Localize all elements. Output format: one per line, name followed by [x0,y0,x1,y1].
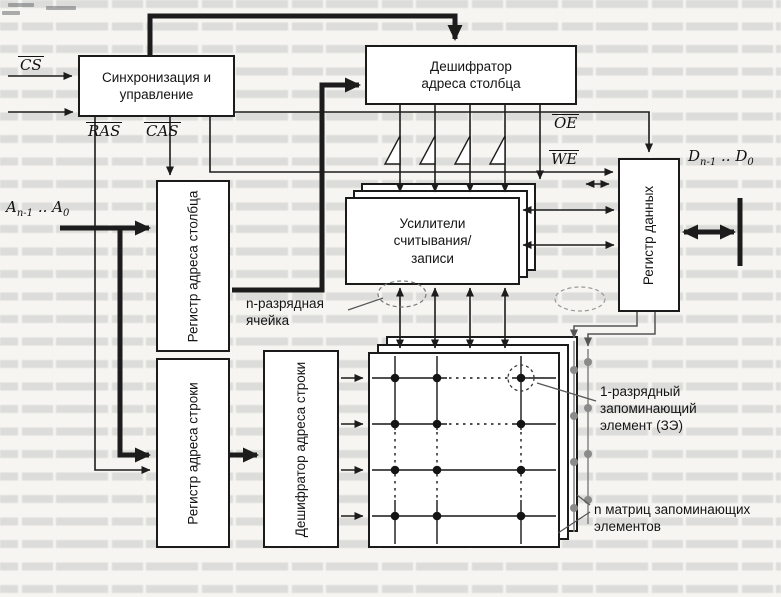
sense-amplifiers-label-line3: записи [411,250,454,266]
sense-amplifiers-label-line1: Усилители [399,216,466,232]
block-row-decoder: Дешифратор адреса строки [263,350,339,548]
cas-signal-label: CAS [144,122,181,140]
scan-mark [46,6,76,10]
data-register-label: Регистр данных [641,185,657,285]
n-matrices-line2: элементов [594,518,661,534]
ras-signal-label: RAS [86,122,123,140]
n-matrices-line1: n матриц запоминающих [594,502,751,517]
data-dots: .. [721,147,731,165]
n-bit-cell-line2: ячейка [246,312,290,328]
row-decoder-label: Дешифратор адреса строки [293,361,309,537]
we-signal-label: WE [549,150,580,168]
sync-control-label-line1: Синхронизация и [101,69,212,85]
data-sub2: 0 [747,157,754,168]
we-text: WE [549,150,580,168]
cs-text: CS [18,56,44,74]
oe-signal-label: OE [552,114,580,132]
n-bit-cell-annotation: n-разрядная ячейка [246,296,324,330]
one-bit-element-line3: элемент (ЗЭ) [600,417,684,433]
data-sub1: n-1 [700,157,717,168]
block-sync-control: Синхронизация и управление [78,55,235,117]
address-sym2: A [52,198,63,216]
address-sub1: n-1 [16,208,34,219]
sense-amplifiers-label-line2: считывания/ [393,233,472,249]
one-bit-element-annotation: 1-разрядный запоминающий элемент (ЗЭ) [600,384,697,435]
block-data-register: Регистр данных [618,158,680,312]
row-address-register-label: Регистр адреса строки [185,381,201,525]
block-column-address-register: Регистр адреса столбца [156,180,230,352]
column-decoder-label-line1: Дешифратор [430,58,512,74]
column-address-register-label: Регистр адреса столбца [185,190,201,342]
one-bit-element-line1: 1-разрядный [600,384,681,399]
n-bit-cell-line1: n-разрядная [246,296,324,311]
cas-text: CAS [144,122,181,140]
address-bus-label: An-1 .. A0 [6,198,69,219]
cs-signal-label: CS [18,56,44,74]
oe-text: OE [552,114,580,132]
address-sub2: 0 [62,208,70,219]
ras-text: RAS [86,122,123,140]
data-sym1: D [688,147,701,165]
data-bus-label: Dn-1 .. D0 [688,147,754,168]
block-row-address-register: Регистр адреса строки [156,358,230,548]
n-matrices-annotation: n матриц запоминающих элементов [594,502,750,536]
one-bit-element-line2: запоминающий [600,400,697,416]
block-column-decoder: Дешифратор адреса столбца [365,45,577,105]
storage-matrix [368,352,560,548]
data-sym2: D [735,147,748,165]
address-sym1: A [6,198,17,216]
address-dots: .. [37,198,48,216]
block-sense-amplifiers: Усилители считывания/ записи [345,197,520,285]
scan-mark [8,3,34,7]
column-decoder-label-line2: адреса столбца [421,76,521,91]
sync-control-label-line2: управление [119,87,194,102]
scan-mark [2,11,20,15]
